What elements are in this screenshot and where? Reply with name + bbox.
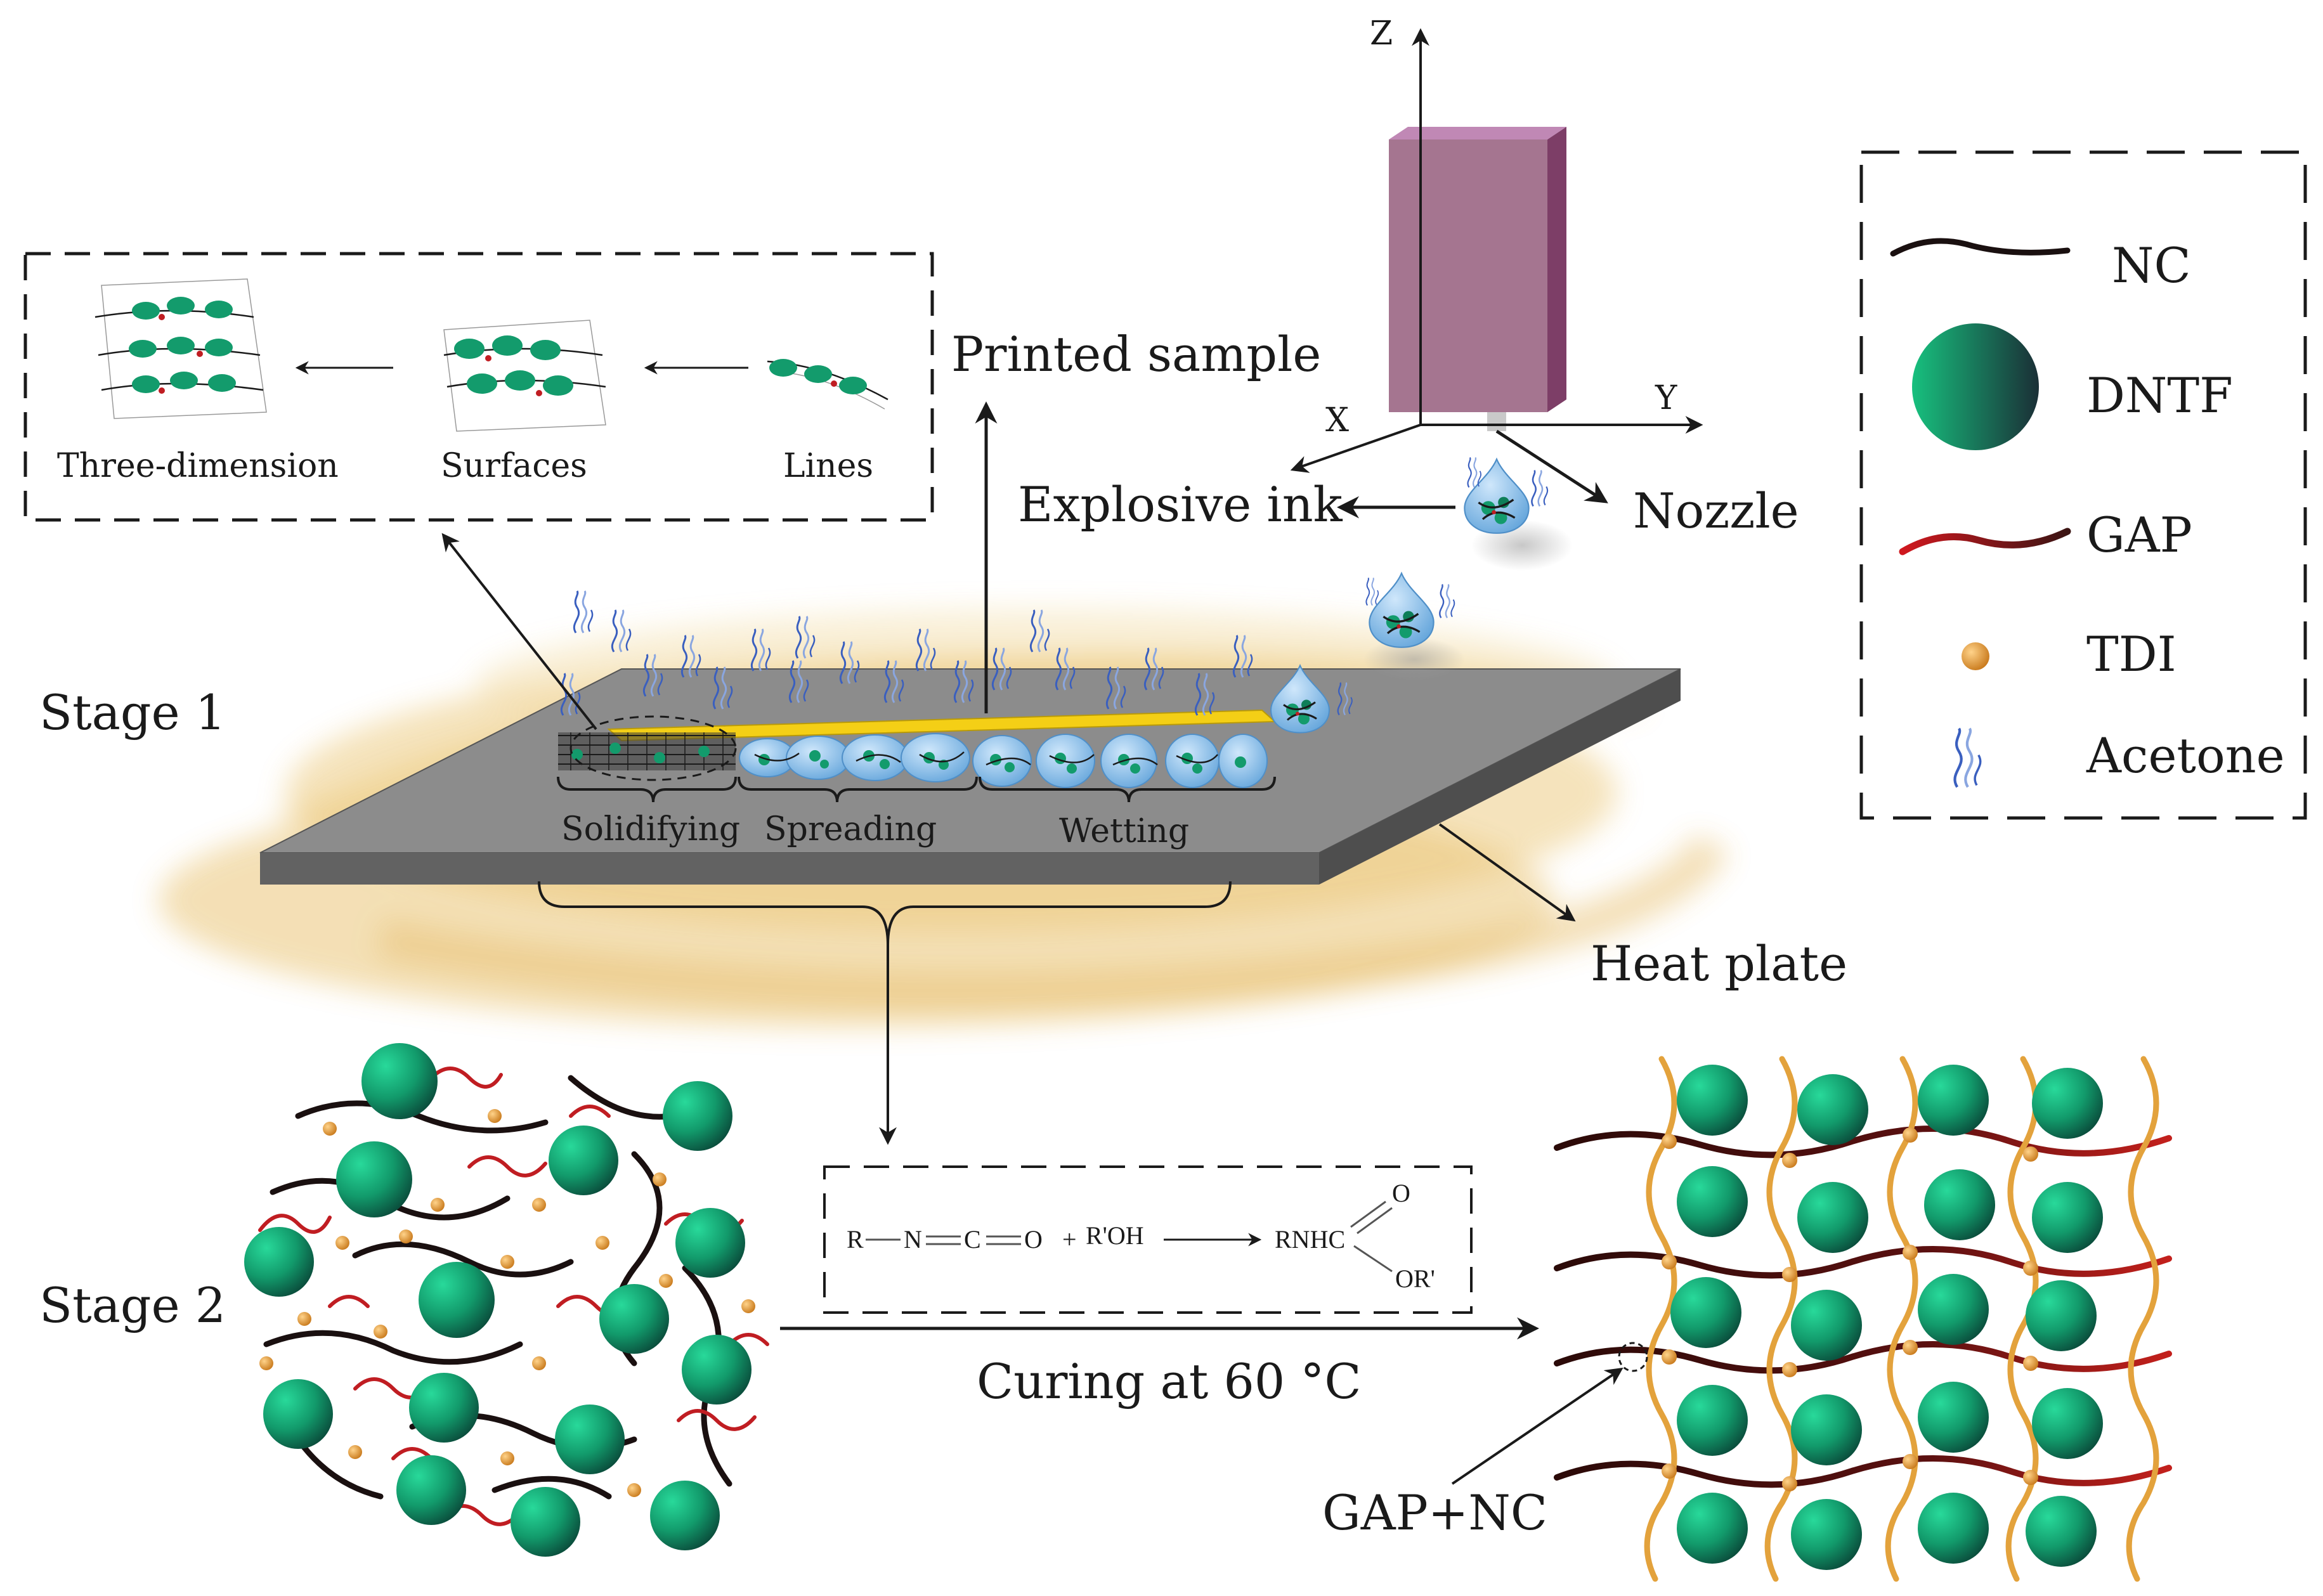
lines-illustration: [767, 359, 888, 410]
label-solidifying: Solidifying: [561, 810, 740, 848]
rxn-plus: +: [1062, 1225, 1077, 1254]
reaction-box: R N C O + R'OH RNHC O OR': [823, 1165, 1473, 1314]
label-printed-sample: Printed sample: [951, 326, 1321, 382]
label-lines: Lines: [783, 447, 873, 485]
axis-label-z: Z: [1370, 15, 1393, 53]
label-wetting: Wetting: [1059, 812, 1189, 850]
legend: NC DNTF GAP TDI Acetone: [1859, 150, 2307, 820]
arrow-heat-plate: [1438, 823, 1576, 922]
arrow-gap-nc: [1451, 1367, 1623, 1485]
axis-label-x: X: [1325, 401, 1349, 439]
arrow-nozzle: [1495, 429, 1608, 503]
nc-chain-icon: [1890, 238, 2071, 257]
rxn-n: N: [904, 1225, 922, 1254]
rxn-r: R: [847, 1225, 864, 1254]
tdi-dot-icon: [1962, 642, 1989, 670]
falling-droplet-middle: [1368, 572, 1435, 649]
arrow-to-dimensions: [441, 533, 597, 730]
rxn-o-top: O: [1392, 1179, 1410, 1207]
label-curing: Curing at 60 °C: [977, 1353, 1362, 1410]
axis-label-y: Y: [1655, 379, 1677, 417]
plate-droplets: [739, 733, 1268, 788]
solidifying-highlight: [569, 715, 737, 781]
label-surfaces: Surfaces: [441, 447, 587, 485]
surfaces-illustration: [443, 320, 606, 432]
dntf-sphere-icon: [1912, 323, 2039, 450]
xyz-axes: [1290, 28, 1703, 473]
dimension-box: Three-dimension Surfaces Lines: [23, 252, 934, 522]
legend-label-dntf: DNTF: [2086, 367, 2233, 424]
label-spreading: Spreading: [764, 810, 937, 848]
rxn-c: C: [964, 1225, 981, 1254]
label-heat-plate: Heat plate: [1591, 935, 1847, 992]
legend-label-nc: NC: [2112, 237, 2191, 294]
legend-label-acetone: Acetone: [2086, 727, 2285, 784]
gap-nc-junction-highlight: [1618, 1342, 1648, 1372]
rxn-rnhc: RNHC: [1275, 1225, 1345, 1254]
three-dimension-illustration: [94, 278, 267, 419]
rxn-roh: R'OH: [1086, 1221, 1144, 1250]
gap-chain-icon: [1899, 528, 2071, 555]
uncured-mixture: [244, 1043, 769, 1557]
label-three-dimension: Three-dimension: [57, 447, 339, 485]
cured-network: [1554, 1056, 2172, 1582]
label-stage-2: Stage 2: [39, 1277, 226, 1333]
legend-label-tdi: TDI: [2086, 626, 2177, 682]
label-nozzle: Nozzle: [1633, 483, 1799, 539]
label-gap-nc: GAP+NC: [1322, 1484, 1547, 1541]
label-stage-1: Stage 1: [39, 684, 226, 741]
solidified-region: [558, 715, 737, 781]
legend-label-gap: GAP: [2086, 507, 2192, 563]
acetone-vapor-icon: [1955, 729, 1980, 787]
phase-brackets: [557, 776, 1276, 803]
rxn-o: O: [1024, 1225, 1043, 1254]
falling-droplet-top: [1463, 458, 1530, 535]
printer-nozzle: [1389, 127, 1566, 431]
label-explosive-ink: Explosive ink: [1018, 476, 1343, 533]
rxn-or-prime: OR': [1395, 1264, 1435, 1293]
